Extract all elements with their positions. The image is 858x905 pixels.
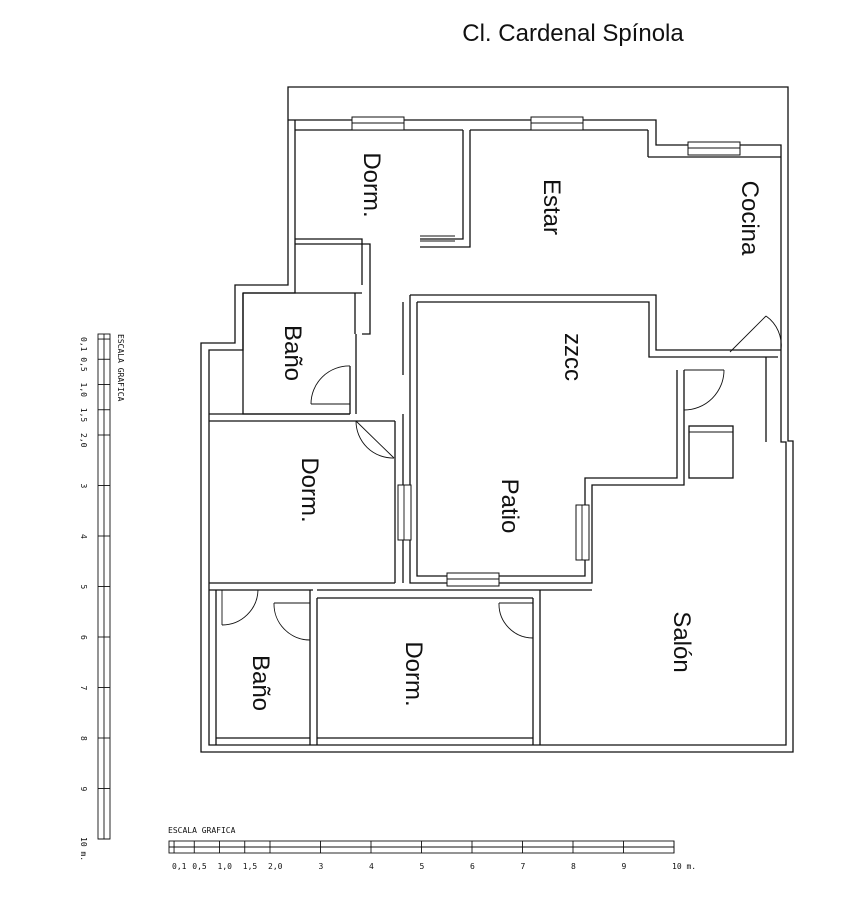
room-label-cocina: Cocina	[736, 181, 763, 256]
scale-tick-label: 10 m.	[672, 862, 696, 871]
scale-tick-label: 10 m.	[79, 837, 88, 861]
room-label-bano-upper: Baño	[279, 325, 306, 381]
room-label-estar: Estar	[538, 179, 565, 235]
scale-tick-label: 0,1	[79, 337, 88, 352]
room-label-dorm-top: Dorm.	[358, 152, 385, 217]
scale-tick-label: 3	[319, 862, 324, 871]
scale-tick-label: 4	[369, 862, 374, 871]
outer-walls	[200, 86, 794, 753]
window	[397, 484, 412, 541]
scale-tick-label: 9	[79, 787, 88, 792]
window	[530, 116, 584, 131]
scale-tick-label: 1,0	[79, 383, 88, 398]
room-label-dorm-mid: Dorm.	[296, 457, 323, 522]
scale-tick-label: 5	[79, 585, 88, 590]
street-name-label: Cl. Cardenal Spínola	[462, 20, 684, 47]
window	[687, 141, 741, 156]
scale-tick-label: 0,1	[172, 862, 187, 871]
scale-tick-label: 4	[79, 534, 88, 539]
doors	[221, 235, 782, 641]
scale-title-left: ESCALA GRAFICA	[116, 334, 125, 402]
scale-tick-label: 8	[79, 736, 88, 741]
scale-tick-label: 2,0	[79, 433, 88, 448]
scale-title-bottom: ESCALA GRAFICA	[168, 826, 236, 835]
scale-tick-label: 8	[571, 862, 576, 871]
scale-tick-label: 5	[420, 862, 425, 871]
window	[446, 572, 500, 587]
scale-tick-label: 2,0	[268, 862, 283, 871]
scale-tick-label: 1,5	[243, 862, 258, 871]
room-label-bano-lower: Baño	[247, 655, 274, 711]
scale-tick-label: 6	[470, 862, 475, 871]
room-label-salon: Salón	[668, 611, 695, 672]
scale-tick-label: 1,0	[218, 862, 233, 871]
scale-tick-label: 0,5	[192, 862, 207, 871]
window	[575, 504, 590, 561]
scale-tick-label: 0,5	[79, 357, 88, 372]
room-labels: Dorm. Estar Cocina Baño zzcc Dorm. Patio…	[247, 152, 763, 711]
scale-tick-label: 6	[79, 635, 88, 640]
interior-walls	[209, 129, 781, 745]
scale-tick-label: 7	[79, 686, 88, 691]
scale-bar-left: ESCALA GRAFICA 0,1 0,5 1,0 1,5 2,0 3 4 5 6 7 8 9 10 …	[79, 333, 125, 861]
room-label-zzcc: zzcc	[559, 333, 586, 381]
room-label-dorm-bottom: Dorm.	[400, 641, 427, 706]
scale-bar-bottom: ESCALA GRAFICA 0,1 0,5 1,0 1,5 2,0 3 4 5 6 7 8 9 10 …	[168, 826, 696, 871]
scale-tick-label: 9	[622, 862, 627, 871]
window	[351, 116, 405, 131]
scale-tick-label: 7	[521, 862, 526, 871]
windows	[351, 116, 741, 587]
scale-tick-label: 1,5	[79, 408, 88, 423]
room-label-patio: Patio	[496, 479, 523, 534]
scale-tick-label: 3	[79, 484, 88, 489]
